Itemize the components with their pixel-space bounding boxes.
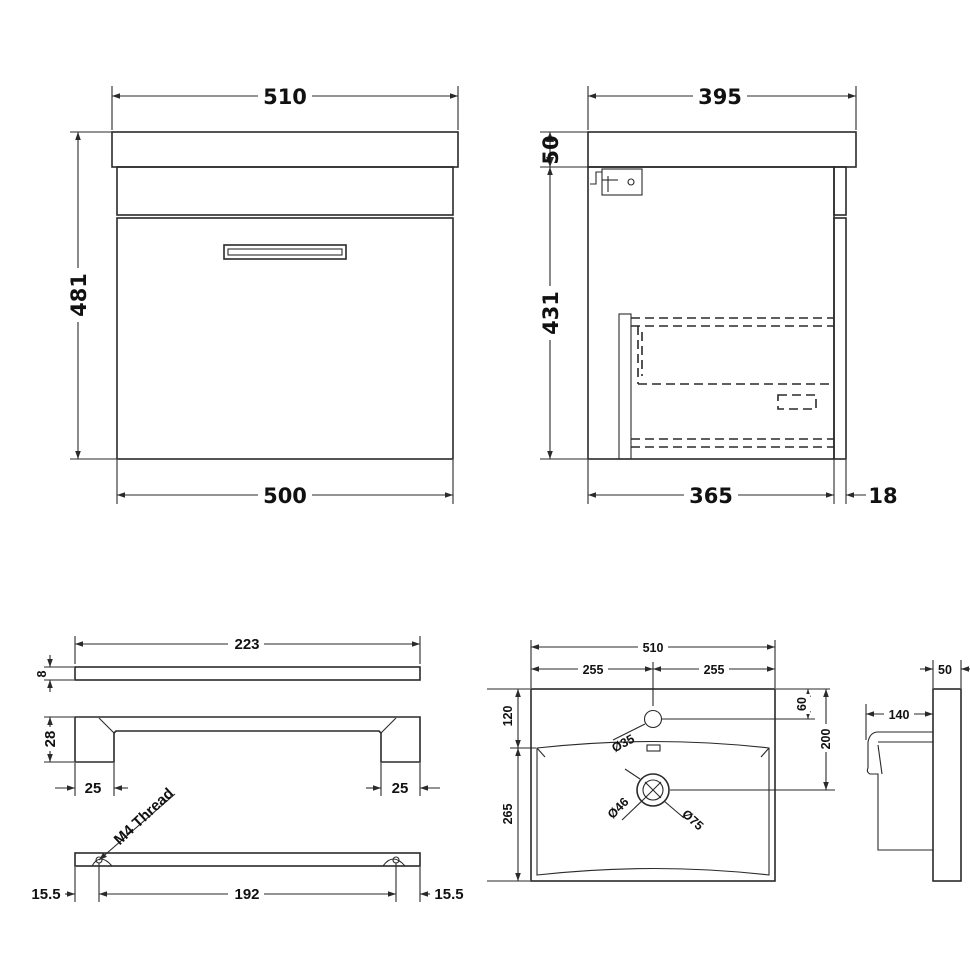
handle-front-view <box>74 716 421 763</box>
basin-tap-from-back-label: 60 <box>795 697 809 711</box>
drawer-hidden-lines <box>618 313 834 460</box>
tap-hole-diameter-label: Ø35 <box>609 732 636 755</box>
waste-outer <box>636 773 670 807</box>
handle-offset-left-label: 15.5 <box>31 886 60 903</box>
front-handle <box>223 244 347 260</box>
handle-bottom-view <box>74 852 421 867</box>
front-height-label: 481 <box>67 273 91 317</box>
side-basin-height-label: 50 <box>539 135 563 164</box>
basin-front-to-tap-label: 265 <box>501 804 515 825</box>
side-door-upper <box>833 166 847 216</box>
handle-centres-label: 192 <box>234 886 259 903</box>
handle-length-label: 223 <box>234 636 259 653</box>
handle-offset-right-label: 15.5 <box>434 886 463 903</box>
waste-inner-diameter-label: Ø46 <box>605 795 632 822</box>
tap-hole <box>643 709 663 729</box>
side-depth-bottom-label: 365 <box>689 484 733 508</box>
side-door-thickness-label: 18 <box>868 484 897 508</box>
overflow-slot <box>646 744 661 752</box>
basin-side-bowl <box>866 731 933 851</box>
front-cabinet-upper <box>116 166 454 216</box>
front-width-bottom-label: 500 <box>263 484 307 508</box>
side-view: 395 50 431 365 18 <box>536 84 898 508</box>
basin-side-view: 50 140 <box>865 660 970 882</box>
side-cabinet <box>587 166 835 460</box>
waste-outer-diameter-label: Ø75 <box>679 807 706 833</box>
basin-side-rim-label: 50 <box>938 663 952 677</box>
basin-side-depth-label: 140 <box>889 708 910 722</box>
front-width-top-label: 510 <box>263 85 307 109</box>
basin-half-left-label: 255 <box>583 663 604 677</box>
handle-height-label: 28 <box>42 731 59 748</box>
side-door-lower <box>833 217 847 460</box>
side-cabinet-height-label: 431 <box>539 291 563 335</box>
thread-label: M4 Thread <box>111 785 177 849</box>
handle-top-view <box>74 666 421 681</box>
side-depth-top-label: 395 <box>698 85 742 109</box>
basin-bowl <box>536 740 770 876</box>
waste-inner <box>642 779 664 801</box>
wall-bracket <box>590 168 643 196</box>
handle-inset-left-label: 25 <box>85 780 102 797</box>
basin-tap-to-waste-label: 200 <box>819 729 833 750</box>
side-basin-top <box>587 131 857 168</box>
handle-detail: 223 8 28 25 25 M4 Thread <box>31 635 464 903</box>
front-drawer <box>116 217 454 460</box>
front-view: 510 481 500 <box>64 84 459 508</box>
basin-half-right-label: 255 <box>704 663 725 677</box>
handle-thickness-label: 8 <box>35 670 49 677</box>
basin-side-rim <box>932 688 962 882</box>
basin-width-label: 510 <box>643 641 664 655</box>
basin-back-to-tap-label: 120 <box>501 706 515 727</box>
handle-inset-right-label: 25 <box>392 780 409 797</box>
basin-plan-view: 510 255 255 120 265 60 200 Ø35 Ø46 <box>487 639 835 882</box>
front-basin-top <box>111 131 459 168</box>
basin-outline <box>530 688 776 882</box>
